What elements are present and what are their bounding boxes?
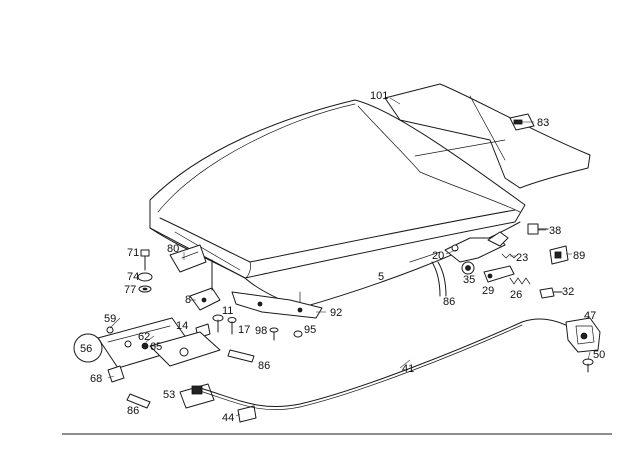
- part-label-53: 53: [163, 389, 175, 401]
- seal-strip-86-center: [227, 349, 255, 363]
- part-label-56: 56: [80, 343, 92, 355]
- part-label-71: 71: [127, 247, 139, 259]
- part-label-101: 101: [370, 90, 388, 102]
- part-label-14: 14: [176, 320, 188, 332]
- part-number-circle: [73, 333, 103, 363]
- part-label-8: 8: [185, 294, 191, 306]
- part-label-29: 29: [482, 285, 494, 297]
- part-label-98: 98: [255, 325, 267, 337]
- bolt-50: [582, 358, 594, 373]
- seal-strip-86-lower: [126, 393, 151, 409]
- release-cable: [199, 318, 569, 411]
- seal-strip: [431, 261, 447, 297]
- part-label-89: 89: [573, 250, 585, 262]
- lock-bracket-8: [189, 259, 221, 311]
- clip-44: [237, 405, 257, 423]
- part-label-62: 62: [138, 331, 150, 343]
- part-label-47: 47: [584, 310, 596, 322]
- part-label-11: 11: [222, 305, 233, 317]
- part-label-41: 41: [402, 363, 414, 375]
- part-label-20: 20: [432, 250, 444, 262]
- part-label-86-right: 86: [443, 296, 455, 308]
- hinge-link: [483, 265, 515, 283]
- washer-77: [138, 285, 152, 293]
- rivet-98: [269, 327, 279, 341]
- part-number-labels: 101 83 38 89 20 35 23 29 26 32 86 5 80 7…: [80, 90, 605, 424]
- part-label-80: 80: [167, 243, 179, 255]
- nut-74: [137, 272, 153, 282]
- lock-53: [179, 383, 215, 409]
- retainer-68: [107, 365, 125, 383]
- part-label-23: 23: [516, 252, 528, 264]
- part-label-68: 68: [90, 373, 102, 385]
- part-label-92: 92: [330, 307, 342, 319]
- part-label-32: 32: [562, 286, 574, 298]
- part-label-38: 38: [549, 225, 561, 237]
- part-label-26: 26: [510, 289, 522, 301]
- hinge-assembly: [444, 231, 509, 275]
- lock-plate-center: [149, 331, 221, 367]
- leader-lines: [107, 97, 591, 417]
- part-label-86-lower: 86: [127, 405, 139, 417]
- part-label-77: 77: [124, 284, 136, 296]
- hinge-bolt: [539, 287, 563, 299]
- spring-part: [501, 253, 531, 285]
- bumper-stop-part: [549, 245, 569, 265]
- bolt-part: [527, 223, 549, 235]
- part-label-44: 44: [222, 412, 234, 424]
- part-label-83: 83: [537, 117, 549, 129]
- grommet-95: [293, 330, 303, 338]
- hinge-plate-92: [231, 291, 323, 319]
- release-handle-47: [565, 317, 601, 353]
- part-label-35: 35: [463, 274, 475, 286]
- part-label-86-center: 86: [258, 360, 270, 372]
- part-label-74: 74: [127, 271, 139, 283]
- part-label-95: 95: [304, 324, 316, 336]
- insulation-mat: [384, 83, 591, 189]
- part-label-17: 17: [238, 324, 250, 336]
- stud-bolt-71: [140, 249, 150, 271]
- part-label-65: 65: [150, 341, 162, 353]
- part-label-5: 5: [378, 271, 384, 283]
- part-label-50: 50: [593, 349, 605, 361]
- part-label-59: 59: [104, 313, 116, 325]
- screw-11: [212, 314, 224, 333]
- hood-bracket-left: [169, 244, 207, 273]
- screw-17: [227, 317, 237, 335]
